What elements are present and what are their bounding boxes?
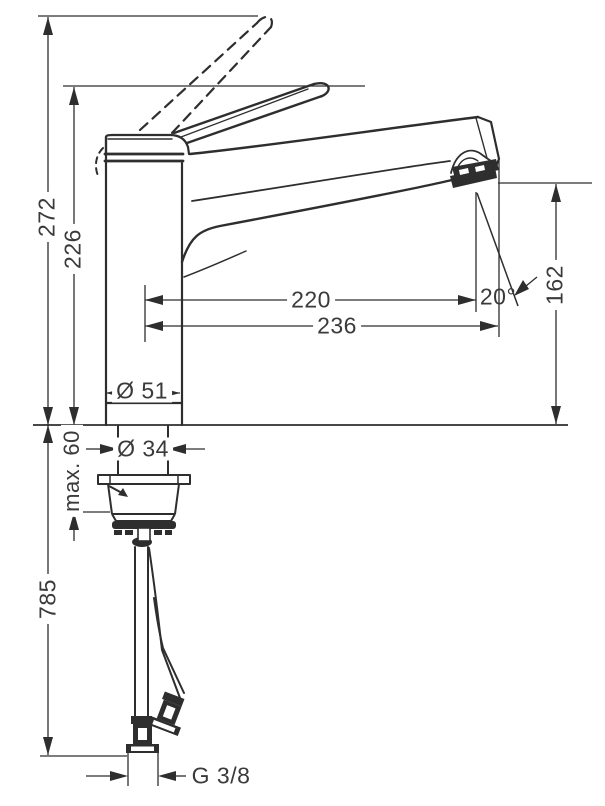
dim-tip-reach-label: 236 (313, 314, 361, 338)
dim-max-thickness-label: max. 60 (59, 425, 84, 517)
hose-connector-block (112, 521, 176, 529)
dim-spout-reach-label: 220 (287, 288, 335, 312)
mounting-dark-parts (112, 488, 176, 547)
dim-shank-diameter-label: Ø 34 (113, 437, 173, 461)
handle-cap (104, 133, 191, 156)
spout (180, 115, 501, 278)
angled-hose-right (153, 597, 185, 694)
vertical-hose-fitting (126, 716, 159, 753)
dim-height-open-label: 272 (34, 192, 60, 242)
faucet-outline (94, 15, 501, 427)
handle-swing-arc (94, 147, 104, 179)
dim-height-closed-label: 226 (60, 224, 86, 274)
dimension-arrowheads (43, 17, 561, 781)
handle-lever-raised (138, 15, 273, 135)
mounting-flange (97, 474, 191, 485)
aerator (450, 159, 499, 188)
dim-hose-length-label: 785 (35, 574, 61, 624)
supply-hoses (134, 546, 185, 717)
angled-hose-left (148, 547, 181, 699)
dim-thread-label: G 3/8 (187, 764, 255, 788)
connector-tab (137, 527, 151, 542)
dim-body-diameter-label: Ø 51 (112, 379, 172, 403)
mounting-nut (107, 483, 180, 515)
dim-outlet-angle-label: 20° (479, 283, 517, 310)
handle-lever (172, 82, 330, 145)
dim-outlet-height-label: 162 (542, 260, 568, 310)
angled-hose-fitting (146, 691, 185, 737)
